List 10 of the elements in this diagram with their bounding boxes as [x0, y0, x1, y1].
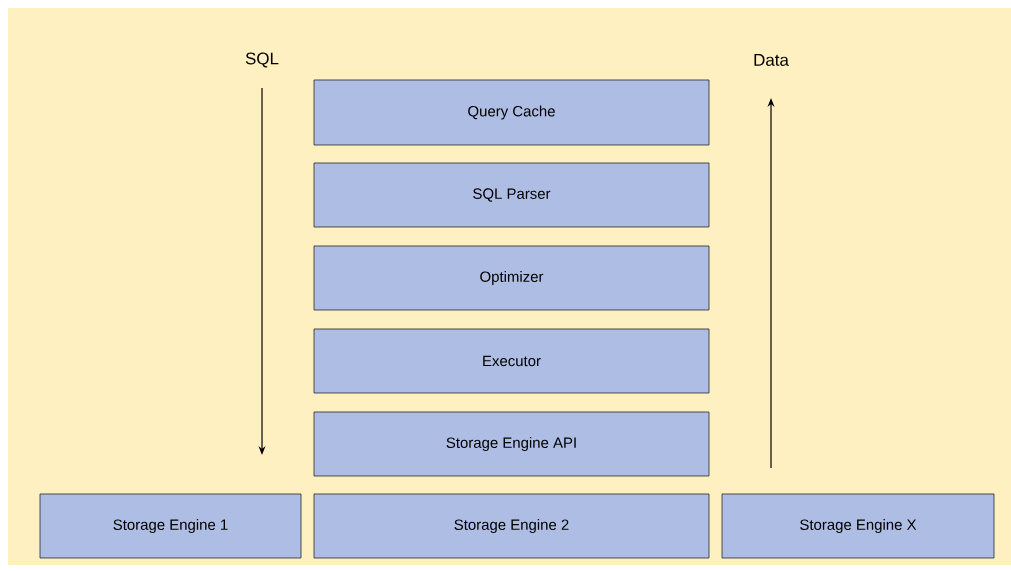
layer-box: Optimizer: [313, 245, 710, 311]
direction-label: SQL: [245, 52, 279, 68]
direction-label: Data: [754, 54, 789, 66]
layer-box: Executor: [313, 328, 710, 394]
layer-box: Storage Engine X: [721, 493, 995, 559]
layer-box: Storage Engine API: [313, 411, 710, 477]
layer-box: SQL Parser: [313, 162, 710, 228]
layer-box: Query Cache: [313, 79, 710, 146]
layer-box: Storage Engine 1: [39, 493, 302, 559]
layer-box: Storage Engine 2: [313, 493, 710, 559]
